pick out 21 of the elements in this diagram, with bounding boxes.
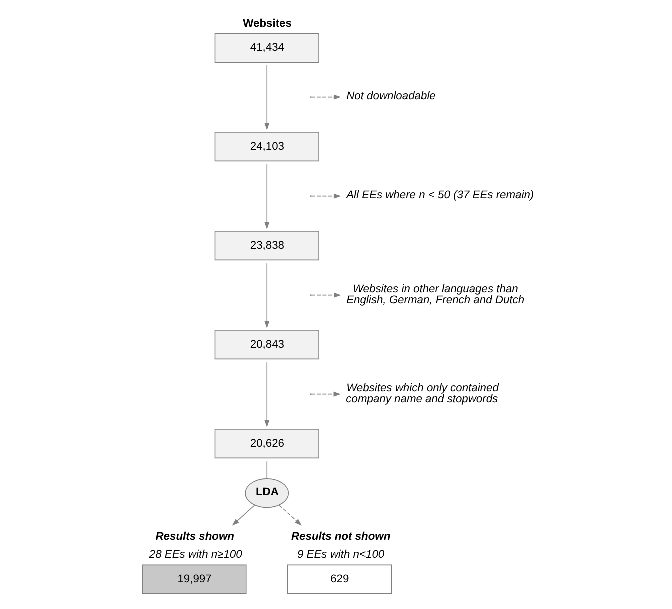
node-label: Results shown: [156, 530, 234, 543]
arrow: [264, 164, 270, 230]
node-ellipse: LDA: [245, 478, 290, 508]
node-label: 28 EEs with n≥100: [149, 549, 242, 562]
arrow: [279, 504, 302, 526]
arrow: [264, 65, 270, 130]
arrow: [232, 504, 256, 526]
node-label: Results not shown: [291, 530, 391, 543]
arrow: [264, 362, 270, 428]
arrow: [311, 392, 341, 397]
arrow: [311, 194, 342, 199]
arrow: [310, 94, 342, 100]
node-label: 9 EEs with n<100: [297, 549, 385, 562]
node-label: Websites: [243, 18, 292, 30]
node-text: All EEs where n < 50 (37 EEs remain): [346, 189, 534, 202]
arrow: [264, 263, 270, 328]
arrow: [311, 292, 342, 298]
connector: [266, 461, 268, 480]
node-text: Not downloadable: [346, 90, 436, 102]
node-text: Websites which only contained company name and stopwords: [346, 382, 499, 406]
node-text: Websites in other languages than English, German, French and Dutch: [346, 283, 525, 306]
